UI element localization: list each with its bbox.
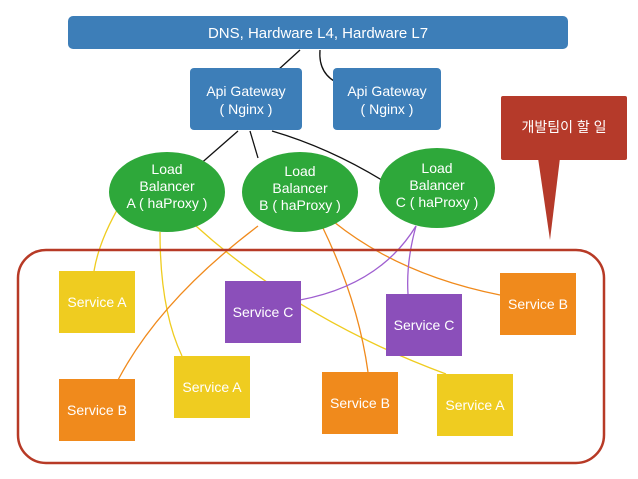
- load-balancer-b-line2: Balancer: [272, 180, 328, 196]
- connector-lbc-svc-c2: [407, 225, 417, 295]
- service-a-2-label: Service A: [182, 379, 242, 395]
- load-balancer-c-shape: [379, 148, 495, 228]
- api-gateway-2-box: [333, 68, 441, 130]
- api-gateway-2: Api Gateway ( Nginx ): [333, 68, 441, 130]
- service-a-3-label: Service A: [445, 397, 505, 413]
- load-balancer-b-shape: [242, 152, 358, 232]
- api-gateway-2-line1: Api Gateway: [347, 83, 426, 99]
- service-a-1: Service A: [59, 271, 135, 333]
- connector-lbb-svc-b3: [333, 221, 501, 296]
- service-a-3: Service A: [437, 374, 513, 436]
- service-c-1-box: [225, 281, 301, 343]
- service-a-2: Service A: [174, 356, 250, 418]
- service-b-3-label: Service B: [330, 395, 390, 411]
- connector-lbb-svc-b1: [117, 225, 259, 381]
- api-gateway-1-box: [190, 68, 302, 130]
- load-balancer-a-line3: A ( haProxy ): [127, 195, 208, 211]
- load-balancer-c-line2: Balancer: [409, 177, 465, 193]
- service-b-3-box: [322, 372, 398, 434]
- callout-label: 개발팀이 할 일: [521, 119, 606, 135]
- load-balancer-a: Load Balancer A ( haProxy ): [109, 152, 225, 232]
- load-balancer-a-shape: [109, 152, 225, 232]
- connector-gw1-lbc: [271, 130, 386, 183]
- load-balancer-b-line1: Load: [284, 163, 315, 179]
- load-balancer-b-line3: B ( haProxy ): [259, 197, 341, 213]
- service-c-1: Service C: [225, 281, 301, 343]
- api-gateway-2-line2: ( Nginx ): [361, 101, 414, 117]
- connector-lbc-svc-c1: [299, 225, 417, 301]
- service-b-2-label: Service B: [67, 402, 127, 418]
- service-b-1-box: [500, 273, 576, 335]
- load-balancer-b: Load Balancer B ( haProxy ): [242, 152, 358, 232]
- callout: 개발팀이 할 일: [501, 96, 627, 240]
- service-b-3: Service B: [322, 372, 398, 434]
- load-balancer-c-line1: Load: [421, 160, 452, 176]
- service-c-2: Service C: [386, 294, 462, 356]
- service-c-2-box: [386, 294, 462, 356]
- service-b-2: Service B: [59, 379, 135, 441]
- service-c-2-label: Service C: [394, 317, 455, 333]
- dns-bar-box: [68, 16, 568, 49]
- load-balancer-c: Load Balancer C ( haProxy ): [379, 148, 495, 228]
- connector-gw1-lbb: [249, 130, 259, 159]
- api-gateway-1-line2: ( Nginx ): [220, 101, 273, 117]
- callout-box: [501, 96, 627, 160]
- service-b-1-label: Service B: [508, 296, 568, 312]
- api-gateway-1-line1: Api Gateway: [206, 83, 285, 99]
- connector-dns-gw1: [277, 49, 301, 71]
- service-b-1: Service B: [500, 273, 576, 335]
- connector-gw1-lba: [197, 130, 239, 167]
- service-a-1-box: [59, 271, 135, 333]
- load-balancer-a-line1: Load: [151, 161, 182, 177]
- load-balancer-a-line2: Balancer: [139, 178, 195, 194]
- load-balancer-c-line3: C ( haProxy ): [396, 194, 478, 210]
- api-gateway-1: Api Gateway ( Nginx ): [190, 68, 302, 130]
- connector-lbb-svc-b2: [321, 225, 369, 373]
- service-a-2-box: [174, 356, 250, 418]
- service-b-2-box: [59, 379, 135, 441]
- service-a-1-label: Service A: [67, 294, 127, 310]
- callout-pointer: [538, 158, 560, 240]
- dns-bar: DNS, Hardware L4, Hardware L7: [68, 16, 568, 49]
- service-a-3-box: [437, 374, 513, 436]
- dev-team-boundary: [16, 248, 606, 465]
- service-c-1-label: Service C: [233, 304, 294, 320]
- dns-bar-label: DNS, Hardware L4, Hardware L7: [208, 25, 428, 42]
